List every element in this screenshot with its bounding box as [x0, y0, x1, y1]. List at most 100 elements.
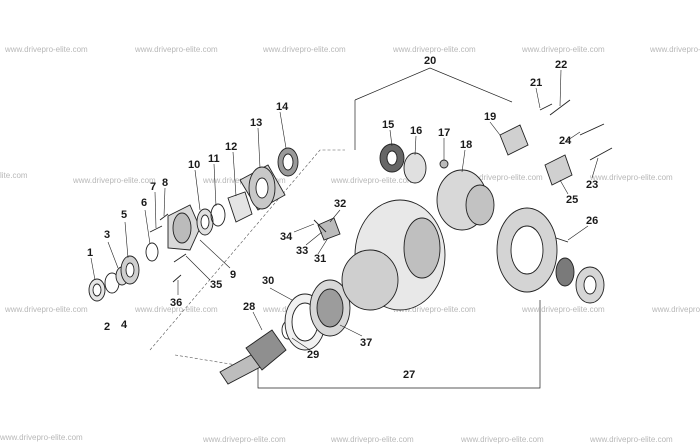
watermark: www.drivepro-elite.com — [4, 305, 88, 314]
nut-bore — [125, 262, 135, 278]
part-label-11: 11 — [208, 153, 220, 165]
part-8-bolt — [159, 213, 169, 221]
leader — [591, 157, 599, 179]
seal-bore — [92, 283, 102, 297]
part-24-bolt — [579, 123, 605, 136]
leader — [339, 324, 363, 337]
part-35-bolt — [173, 253, 187, 263]
leader — [194, 169, 201, 211]
part-label-6: 6 — [141, 197, 147, 209]
part-label-26: 26 — [586, 215, 598, 227]
leader — [559, 69, 562, 107]
leader — [124, 221, 129, 259]
part-23-bolt — [589, 147, 613, 161]
part-label-10: 10 — [188, 159, 200, 171]
bearing-bore — [583, 275, 597, 295]
assembly-frames — [149, 67, 541, 389]
part-label-18: 18 — [460, 139, 472, 151]
part-22-bolt — [549, 99, 571, 116]
part-label-17: 17 — [438, 127, 450, 139]
part-label-22: 22 — [555, 59, 567, 71]
part-34-bolt — [313, 219, 327, 233]
part-label-34: 34 — [280, 231, 293, 243]
part-label-1: 1 — [87, 247, 93, 259]
part-16-cup — [403, 152, 427, 184]
part-label-5: 5 — [121, 209, 127, 221]
part-label-13: 13 — [250, 117, 262, 129]
leader — [252, 311, 263, 331]
watermark: www.drivepro-elite.com — [134, 45, 218, 54]
leader — [305, 231, 323, 246]
part-19-bearing-cap — [499, 124, 529, 156]
part-31-nut — [317, 217, 341, 241]
part-number-labels: 1 2 3 4 5 6 7 8 9 10 11 12 13 14 15 16 1… — [87, 55, 598, 381]
part-label-23: 23 — [586, 179, 598, 191]
bearing-cup-inner — [316, 288, 344, 328]
leader — [535, 87, 541, 109]
ring-gear-bore — [510, 225, 544, 275]
part-label-32: 32 — [334, 198, 346, 210]
leader — [329, 209, 341, 223]
part-label-25: 25 — [566, 194, 578, 206]
leader — [389, 129, 393, 147]
part-label-28: 28 — [243, 301, 255, 313]
watermark: www.drivepro-elite.com — [521, 305, 605, 314]
part-label-15: 15 — [382, 119, 394, 131]
leader — [559, 179, 569, 195]
leader — [489, 121, 501, 136]
watermark: www.drivepro-elite.com — [72, 176, 156, 185]
part-26-bolt — [555, 237, 569, 243]
watermark: www.drivepro-elite.com — [392, 45, 476, 54]
leader — [163, 187, 166, 217]
part-label-20: 20 — [424, 55, 436, 67]
part-label-30: 30 — [262, 275, 274, 287]
part-label-33: 33 — [296, 245, 308, 257]
part-label-2: 2 — [104, 321, 110, 333]
leader — [414, 135, 417, 156]
leader — [90, 257, 96, 281]
group-20-frame — [354, 67, 513, 103]
watermark: www.drivepro-elite.com — [459, 173, 543, 182]
watermark: www.drivepro-elite.com — [460, 435, 544, 444]
part-label-35: 35 — [210, 279, 222, 291]
part-label-36: 36 — [170, 297, 182, 309]
leader — [461, 149, 466, 173]
part-25-bearing-cap — [544, 154, 573, 186]
part-label-29: 29 — [307, 349, 319, 361]
watermark: www.drivepro-elite.com — [330, 435, 414, 444]
part-label-21: 21 — [530, 77, 542, 89]
diff-case-hub — [465, 184, 495, 226]
carrier-housing-parts — [313, 199, 446, 311]
differential-parts — [379, 99, 613, 304]
watermark: lite.com — [0, 171, 28, 180]
watermark: www.drivepro-elite.com — [262, 45, 346, 54]
watermark: www.drivepro-elite.com — [589, 173, 673, 182]
leader — [144, 209, 151, 245]
leader — [154, 191, 157, 229]
part-36-bolt — [172, 274, 182, 283]
bearing-bore — [386, 150, 398, 166]
housing-flange — [403, 217, 441, 279]
watermark: www.drivepro-elite.com — [392, 305, 476, 314]
watermark: www.drivepro-elite.com — [4, 45, 88, 54]
part-21-washer — [539, 103, 553, 111]
part-12-spacer — [227, 191, 253, 223]
pinion-gear-head — [245, 329, 287, 371]
part-label-37: 37 — [360, 337, 372, 349]
housing-bore — [255, 177, 269, 199]
watermark-layer: www.drivepro-elite.com www.drivepro-elit… — [0, 45, 700, 444]
axis-line — [149, 149, 345, 351]
leader — [293, 223, 315, 233]
leader — [291, 337, 311, 351]
part-11-ring — [210, 203, 226, 227]
watermark: www.drivepro-elite.com — [0, 433, 83, 442]
watermark: www.drivepro-elite.com — [330, 176, 414, 185]
pinion-gear-parts — [219, 279, 351, 385]
part-17-plug — [439, 159, 449, 169]
leader — [564, 131, 581, 143]
part-label-19: 19 — [484, 111, 496, 123]
watermark: www.drivepro-elite.com — [649, 45, 700, 54]
leader — [269, 287, 293, 301]
group-27-frame — [257, 300, 541, 389]
